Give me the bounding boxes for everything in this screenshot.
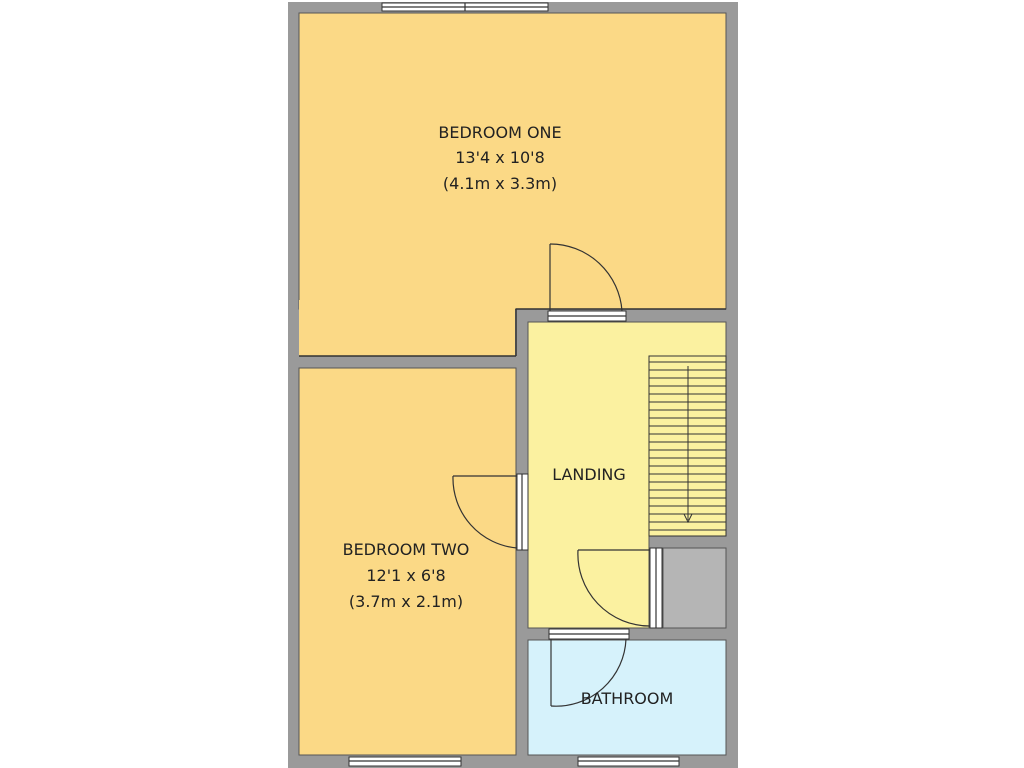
window-icon	[381, 2, 549, 12]
bedroom-one-floor-lower	[299, 300, 515, 356]
bedroom-two-name: BEDROOM TWO	[343, 540, 470, 559]
window-icon	[348, 756, 462, 767]
cupboard-floor	[662, 547, 727, 629]
door-swing-icon	[547, 243, 627, 322]
door-swing-icon	[548, 628, 630, 707]
bedroom-two-size-imperial: 12'1 x 6'8	[366, 566, 445, 585]
door-swing-icon	[452, 473, 529, 551]
bathroom-floor	[527, 639, 727, 756]
room-bathroom	[527, 639, 727, 756]
bedroom-two-floor	[298, 367, 517, 756]
stairs-icon	[648, 355, 727, 537]
room-bedroom-one	[298, 12, 727, 357]
bedroom-one-size-metric: (4.1m x 3.3m)	[443, 174, 557, 193]
window-icon	[577, 756, 680, 767]
bedroom-two-size-metric: (3.7m x 2.1m)	[349, 592, 463, 611]
bedroom-one-size-imperial: 13'4 x 10'8	[455, 148, 545, 167]
landing-name: LANDING	[552, 465, 626, 484]
bedroom-one-name: BEDROOM ONE	[438, 123, 561, 142]
door-swing-icon	[577, 547, 663, 629]
room-cupboard	[662, 547, 727, 629]
room-bedroom-two	[298, 367, 517, 756]
bathroom-name: BATHROOM	[581, 689, 674, 708]
bedroom-one-floor	[298, 12, 727, 310]
